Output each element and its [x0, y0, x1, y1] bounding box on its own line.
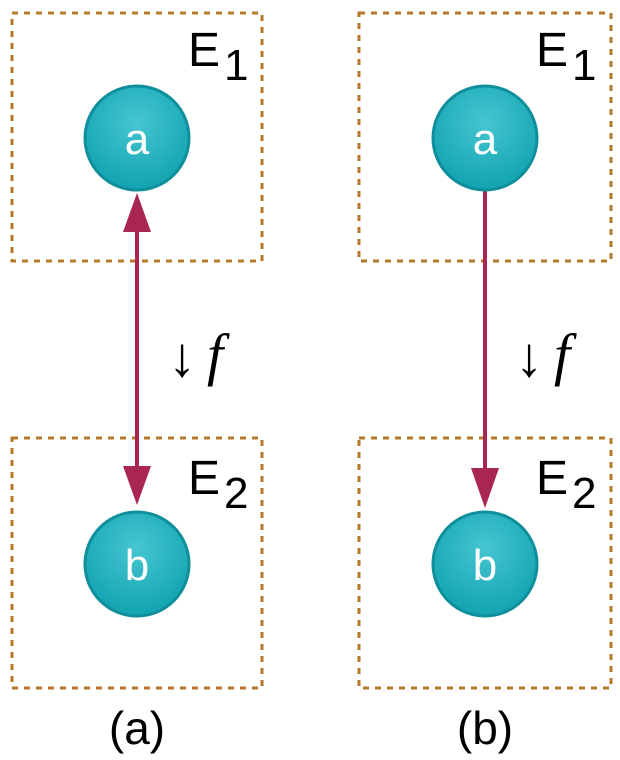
panel-a-node-a: [83, 84, 191, 192]
panel-b-node-b-label: b: [473, 541, 497, 590]
panel-b-map-arrow: ↓: [515, 325, 543, 388]
panel-b-caption: (b): [457, 702, 513, 754]
panel-a-upper-box-label: E1: [188, 24, 249, 90]
panel-b: E1 E2 a b ↓ f (b): [357, 11, 613, 754]
panel-b-node-a-label: a: [473, 115, 498, 164]
panel-b-lower-box-label: E2: [536, 452, 597, 518]
panel-b-upper-box-label: E1: [536, 24, 597, 90]
panel-b-node-a: [431, 84, 539, 192]
panel-b-map-symbol: f: [554, 322, 577, 387]
panel-b-arrowhead-down: [471, 468, 499, 508]
panel-a-arrowhead-down: [123, 466, 151, 505]
panel-a-lower-box-label: E2: [188, 452, 249, 518]
panel-a-upper-box: [10, 11, 264, 263]
panel-a-arrowhead-up: [123, 193, 151, 232]
panel-a-map-arrow: ↓: [168, 325, 196, 388]
panel-b-node-b: [431, 510, 539, 618]
panel-a-map-symbol: f: [207, 322, 230, 387]
panel-a-caption: (a): [109, 702, 165, 754]
panel-a-node-b-label: b: [125, 541, 149, 590]
panel-a-node-a-label: a: [125, 115, 150, 164]
panel-a-node-b: [83, 510, 191, 618]
panel-a: E1 E2 a b ↓ f (a): [10, 11, 264, 754]
